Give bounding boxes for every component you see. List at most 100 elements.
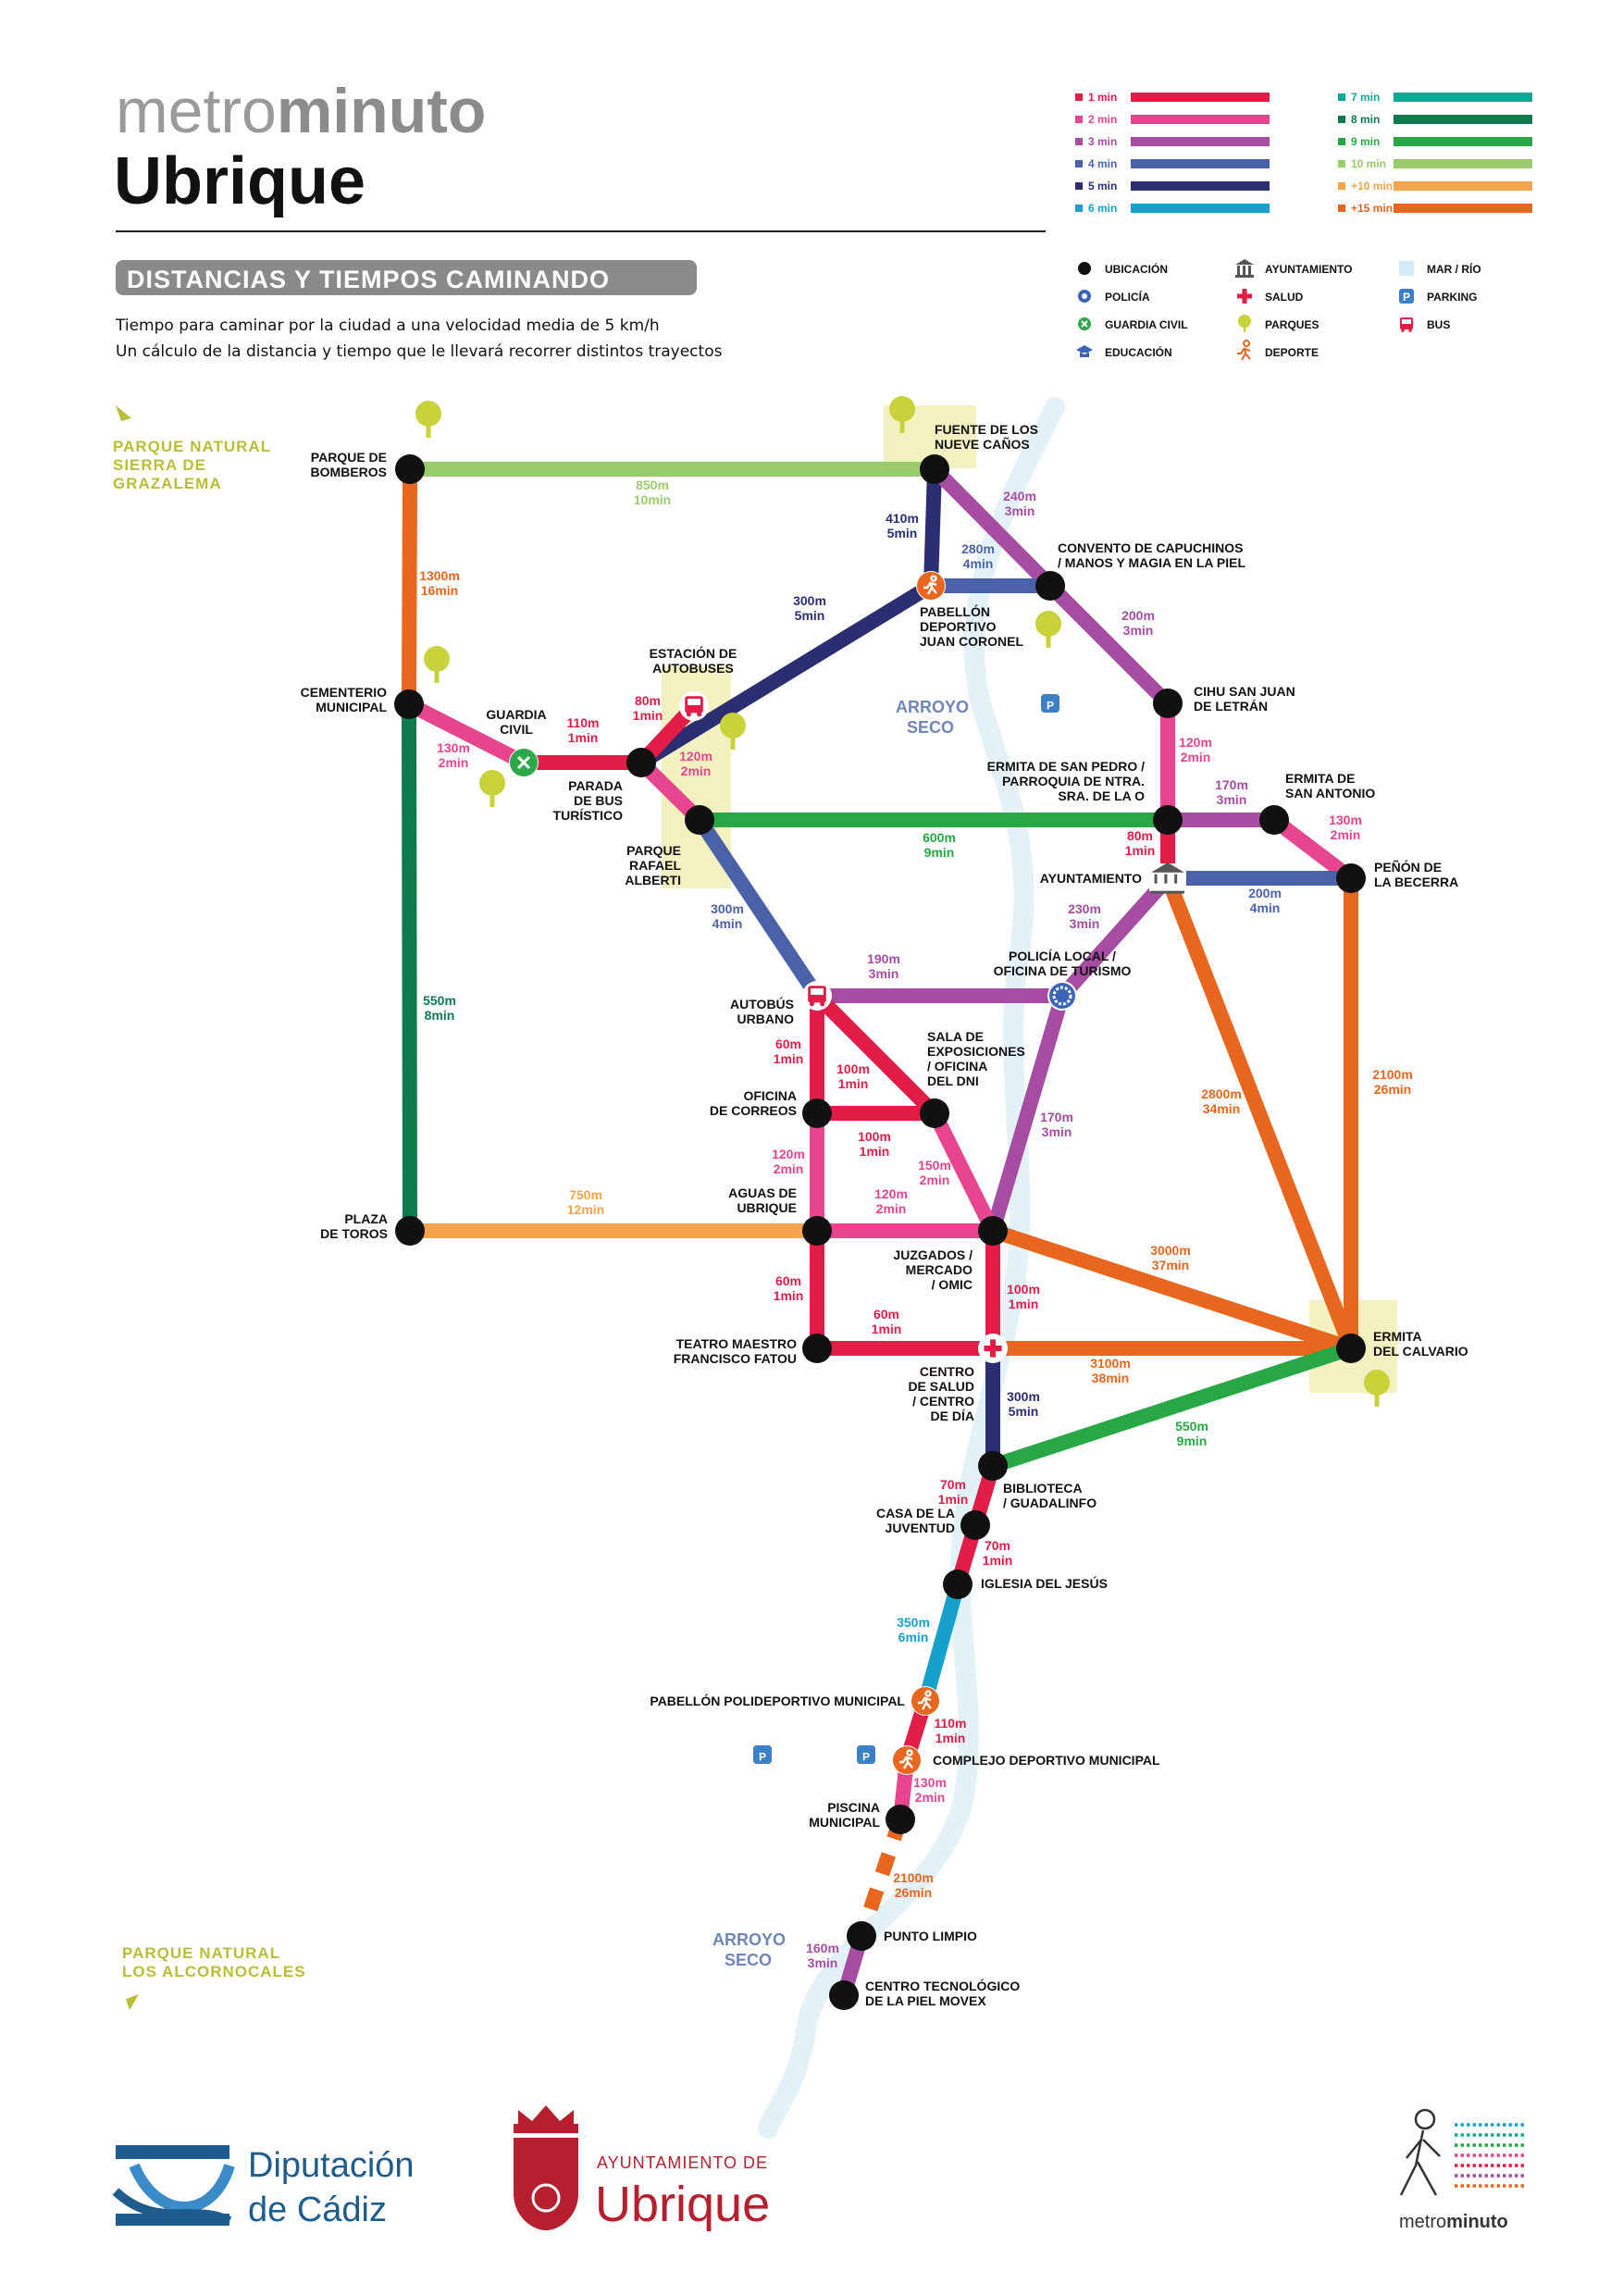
station-label-becerra: PEÑÓN DE <box>1374 859 1442 875</box>
station-label-bomberos: PARQUE DE <box>311 450 387 465</box>
ayuntamiento-big: Ubrique <box>595 2177 770 2232</box>
legend-symbol-label: MAR / RÍO <box>1427 262 1481 276</box>
health-icon <box>1237 289 1252 304</box>
station-tecnologico <box>829 1980 859 2010</box>
station-label-estacion: AUTOBUSES <box>652 661 734 676</box>
townhall-icon <box>1151 863 1184 894</box>
station-piscina <box>886 1805 915 1834</box>
station-label-sanantonio: ERMITA DE <box>1285 771 1355 786</box>
segment-time: 1min <box>935 1731 966 1745</box>
bus-icon-window <box>688 699 700 705</box>
legend-symbol-label: UBICACIÓN <box>1105 262 1168 276</box>
station-label-calvario: ERMITA <box>1373 1329 1422 1344</box>
diputacion-line-2: de Cádiz <box>248 2191 387 2229</box>
segment-time: 5min <box>887 526 918 540</box>
legend-time-label: +15 min <box>1351 202 1393 215</box>
station-label-becerra: LA BECERRA <box>1374 875 1458 889</box>
station-biblioteca <box>978 1451 1008 1481</box>
segment-time: 5min <box>795 608 825 623</box>
ayuntamiento-small: AYUNTAMIENTO DE <box>597 2153 768 2172</box>
bus-icon-window <box>1402 319 1411 324</box>
bus-icon-wheel <box>820 1001 825 1007</box>
segment-policia-juzgados <box>985 993 1070 1234</box>
segment-time: 5min <box>1009 1404 1039 1419</box>
station-iglesia <box>943 1570 973 1599</box>
segment-time: 3min <box>1042 1124 1072 1139</box>
segment-distance: 110m <box>566 715 599 730</box>
segment-distance: 60m <box>775 1273 801 1288</box>
legend-time-label: 10 min <box>1351 157 1386 170</box>
station-aguas <box>802 1216 832 1246</box>
station-label-salud: DE SALUD <box>908 1379 974 1394</box>
segment-distance: 100m <box>1007 1282 1040 1297</box>
segment-distance: 3000m <box>1150 1243 1191 1258</box>
segment-distance: 60m <box>775 1036 801 1051</box>
segment-time: 2min <box>1181 750 1211 764</box>
crown-top-icon <box>518 2105 574 2124</box>
station-label-biblioteca: / GUADALINFO <box>1003 1496 1096 1510</box>
bus-icon-wheel <box>697 712 702 717</box>
segment-time: 1min <box>774 1051 804 1066</box>
legend-swatch <box>1075 205 1083 212</box>
segment-distance: 130m <box>437 740 470 755</box>
subtitle: DISTANCIAS Y TIEMPOS CAMINANDO <box>127 266 610 293</box>
legend-symbol-label: AYUNTAMIENTO <box>1265 263 1352 276</box>
segment-time: 12min <box>567 1202 604 1217</box>
segment-distance: 3100m <box>1090 1356 1131 1371</box>
title-metrominuto: metrominuto <box>116 76 486 146</box>
station-label-sala: EXPOSICIONES <box>927 1044 1025 1059</box>
station-label-correos: DE CORREOS <box>710 1103 797 1118</box>
station-label-cementerio: MUNICIPAL <box>316 700 387 714</box>
segment-time: 9min <box>924 845 955 860</box>
segment-time: 8min <box>425 1008 455 1023</box>
station-label-polideportivo: PABELLÓN POLIDEPORTIVO MUNICIPAL <box>650 1693 905 1708</box>
segment-distance: 600m <box>923 830 956 845</box>
segment-time: 1min <box>872 1322 902 1336</box>
segment-sala-juzgados <box>927 1110 1000 1235</box>
diputacion-logo-base <box>116 2214 229 2226</box>
police-icon-ring <box>1052 986 1072 1006</box>
station-label-teatro: FRANCISCO FATOU <box>674 1351 797 1366</box>
segment-distance: 70m <box>985 1538 1010 1553</box>
segment-time: 2min <box>774 1161 804 1176</box>
walker-icon <box>1414 2108 1436 2130</box>
segment-time: 3min <box>1123 623 1154 638</box>
station-label-policia: POLICÍA LOCAL / <box>1009 949 1116 963</box>
station-parada <box>626 748 656 777</box>
station-label-limpio: PUNTO LIMPIO <box>884 1929 977 1943</box>
station-label-fuente: NUEVE CAÑOS <box>935 436 1030 452</box>
segment-distance: 70m <box>940 1477 966 1492</box>
station-cementerio <box>394 689 424 719</box>
legend-time-label: 5 min <box>1088 180 1117 192</box>
park-icon <box>720 713 746 738</box>
legend-time-label: 6 min <box>1088 202 1117 215</box>
station-label-rafael: RAFAEL <box>629 858 681 873</box>
station-label-ayuntamiento: AYUNTAMIENTO <box>1040 871 1142 886</box>
runner-icon <box>918 1690 932 1710</box>
station-label-sanpedro: PARROQUIA DE NTRA. <box>1002 774 1145 788</box>
river-label-2: SECO <box>907 718 954 737</box>
station-label-aguas: UBRIQUE <box>737 1200 797 1215</box>
segment-distance: 280m <box>961 541 995 556</box>
legend-symbol-label: PARQUES <box>1265 318 1319 331</box>
station-correos <box>802 1098 832 1128</box>
bus-icon-wheel <box>1408 329 1412 332</box>
station-label-aguas: AGUAS DE <box>728 1185 797 1200</box>
legend-swatch <box>1075 182 1083 190</box>
park-icon <box>415 401 441 427</box>
segment-distance: 300m <box>1007 1389 1040 1404</box>
segment-time: 1min <box>983 1553 1013 1568</box>
station-label-rafael: ALBERTI <box>625 873 681 887</box>
legend-swatch <box>1075 138 1083 145</box>
arrow-north-icon <box>116 405 131 421</box>
segment-distance: 160m <box>806 1941 839 1955</box>
guardia-icon-mark <box>1081 320 1088 328</box>
segment-distance: 130m <box>913 1775 947 1790</box>
segment-ayuntamiento-policia <box>1057 873 1173 1001</box>
segment-time: 4min <box>712 916 743 931</box>
park-south-label-2: LOS ALCORNOCALES <box>122 1963 306 1980</box>
legend-swatch <box>1338 93 1345 101</box>
segment-distance: 240m <box>1003 489 1036 503</box>
segment-distance: 120m <box>679 749 712 763</box>
station-limpio <box>847 1921 876 1951</box>
